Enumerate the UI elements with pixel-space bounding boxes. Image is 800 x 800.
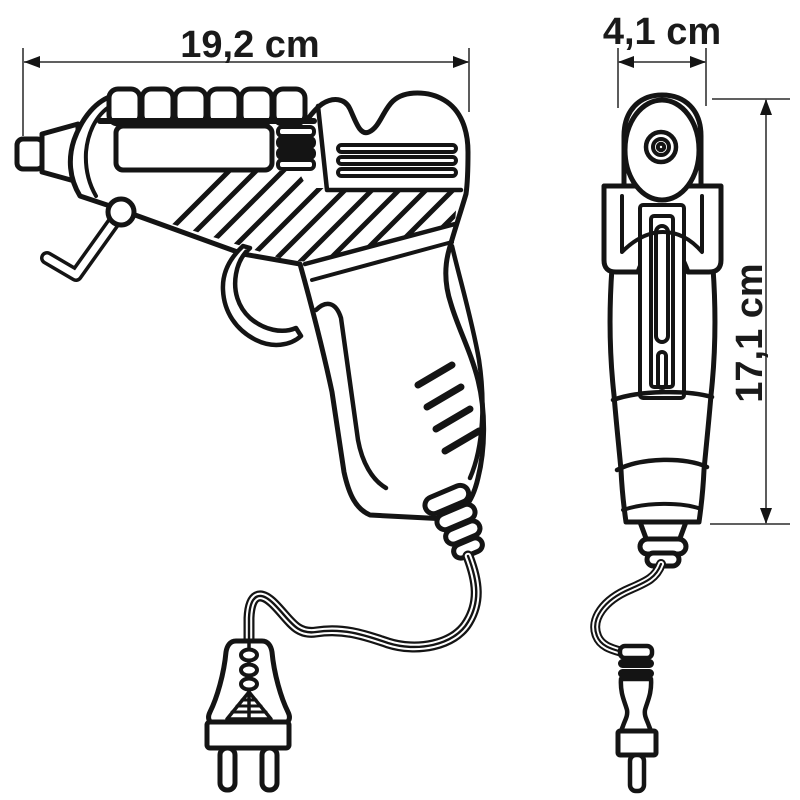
plug-pin-left — [217, 745, 238, 793]
kickstand-wire — [40, 196, 137, 282]
arrow-right-icon — [453, 56, 469, 68]
front-section-lines — [610, 389, 715, 512]
front-nozzle-center — [655, 141, 667, 153]
handle-inner-front-line — [313, 301, 389, 491]
plug-rib — [617, 643, 655, 661]
plug-hatch-triangle — [225, 690, 273, 721]
glue-gun-front-view — [595, 92, 724, 794]
plug-profile — [615, 643, 659, 794]
nozzle-tip — [14, 136, 46, 172]
kickstand-pivot — [105, 196, 137, 228]
power-cord-side — [249, 556, 476, 647]
gun-body-outline — [67, 90, 487, 522]
plug-neck — [618, 676, 654, 734]
front-collar-inner — [620, 194, 704, 254]
arrow-right-icon — [690, 56, 706, 68]
rear-panel-edge — [315, 103, 464, 193]
width-label: 4,1 cm — [603, 11, 721, 53]
dimension-width: 4,1 cm — [603, 11, 721, 108]
handle-top-line-2 — [310, 240, 454, 282]
trigger — [220, 243, 304, 348]
front-channel-panels — [638, 203, 686, 400]
front-strain-relief — [637, 519, 689, 569]
europlug — [204, 638, 292, 793]
arrow-left-icon — [24, 56, 40, 68]
plug-pin — [627, 752, 647, 794]
arrow-left-icon — [618, 56, 634, 68]
handle-grip-bars — [414, 361, 483, 455]
plug-pin-right — [259, 745, 280, 793]
handle-top-line — [302, 221, 458, 267]
handle-inner-rear-line — [449, 243, 485, 481]
length-label: 19,2 cm — [180, 24, 319, 66]
plug-base — [204, 719, 292, 751]
front-housing-inner-line — [83, 102, 116, 198]
arrow-down-icon — [760, 508, 772, 524]
plug-dots — [239, 647, 259, 692]
side-panel — [113, 123, 275, 173]
plug-block — [615, 728, 659, 758]
arrow-up-icon — [760, 99, 772, 115]
glue-gun-side-view — [14, 86, 487, 793]
power-cord-front — [595, 564, 661, 654]
dimension-length: 19,2 cm — [22, 24, 470, 136]
rear-vent-slots — [336, 143, 458, 178]
mid-vent-bars — [276, 125, 316, 171]
dimension-height: 17,1 cm — [710, 98, 790, 525]
height-label: 17,1 cm — [729, 263, 771, 402]
strain-relief — [422, 482, 485, 561]
